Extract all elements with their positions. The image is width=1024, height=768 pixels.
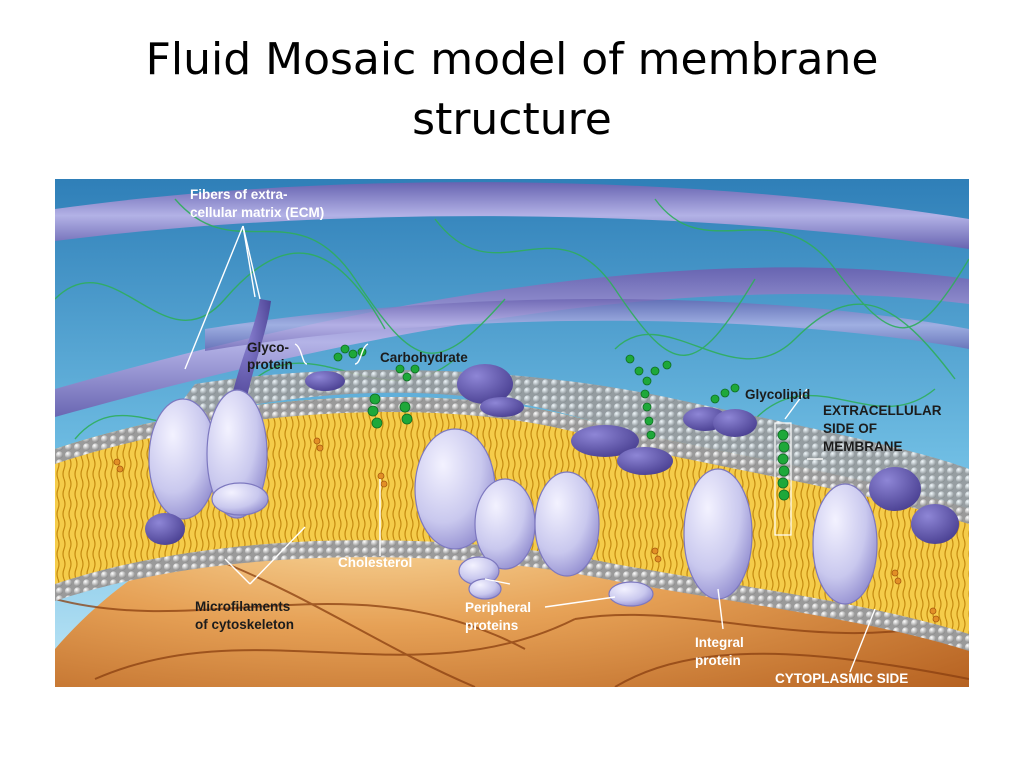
surface-proteins [145,364,959,545]
label-ecm-line2: cellular matrix (ECM) [190,205,324,220]
integral-proteins [148,389,878,605]
label-carbohydrate: Carbohydrate [380,350,468,365]
label-integral-line2: protein [695,653,741,668]
label-peripheral-line1: Peripheral [465,600,531,615]
title-line-2: structure [412,94,612,145]
label-extracellular-line1: EXTRACELLULAR [823,403,942,418]
label-integral-line1: Integral [695,635,744,650]
label-microfilaments-line1: Microfilaments [195,599,290,614]
glycolipid [774,422,792,536]
label-extracellular-line3: MEMBRANE [823,439,903,454]
label-glycoprotein-line1: Glyco- [247,340,289,355]
label-ecm-line1: Fibers of extra- [190,187,288,202]
label-extracellular-line2: SIDE OF [823,421,877,436]
membrane-diagram: Fibers of extra- cellular matrix (ECM) G… [55,179,969,687]
leader-lines [184,225,876,673]
glycoprotein-stalk [230,299,271,407]
slide-title: Fluid Mosaic model of membrane structure [0,30,1024,150]
cholesterol-molecules [113,437,940,623]
label-cholesterol: Cholesterol [338,555,412,570]
label-peripheral-line2: proteins [465,618,518,633]
carbohydrate-chains [333,344,740,440]
title-line-1: Fluid Mosaic model of membrane [145,34,879,85]
label-glycolipid: Glycolipid [745,387,810,402]
peripheral-proteins [458,556,654,607]
label-glycoprotein-line2: protein [247,357,293,372]
label-microfilaments-line2: of cytoskeleton [195,617,294,632]
diagram-labels: Fibers of extra- cellular matrix (ECM) G… [190,187,942,686]
label-cytoplasmic-side: CYTOPLASMIC SIDE [775,671,908,686]
